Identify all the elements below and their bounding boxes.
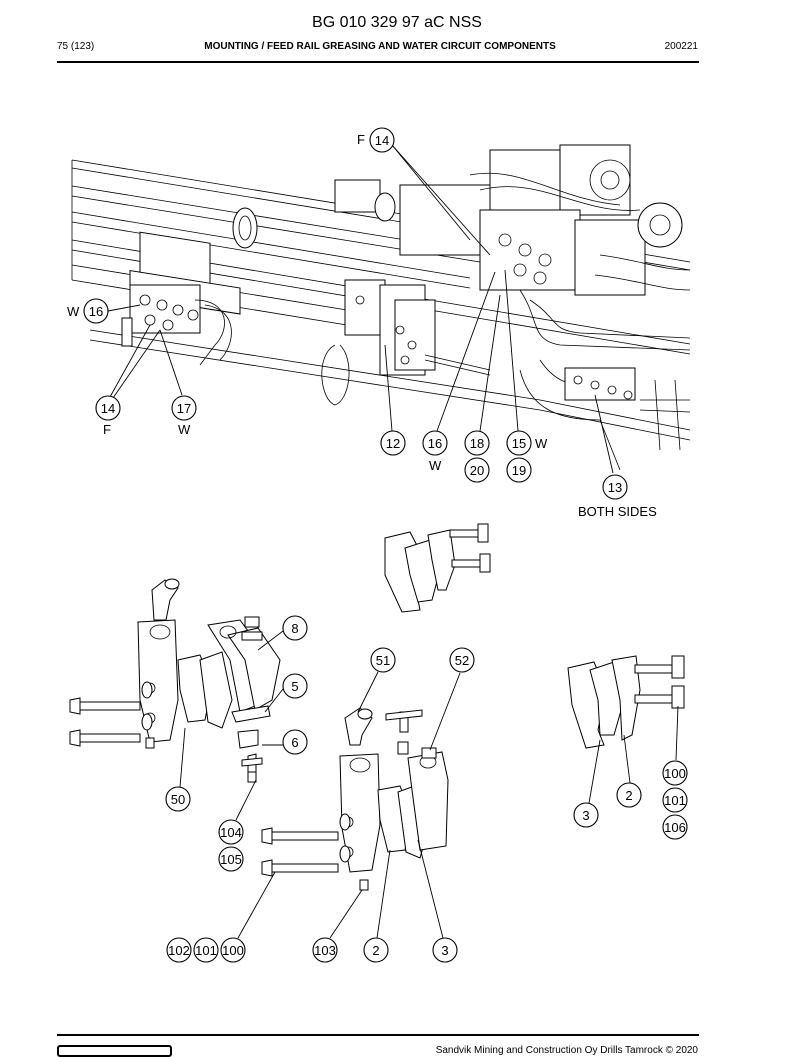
- callout-5: 5: [282, 673, 308, 699]
- label-w-15: W: [535, 436, 548, 451]
- svg-text:5: 5: [291, 679, 298, 694]
- callout-105: 105: [218, 846, 244, 872]
- svg-text:19: 19: [512, 463, 526, 478]
- label-both-sides: BOTH SIDES: [578, 504, 657, 519]
- callout-14-bottom: 14: [95, 395, 121, 421]
- label-f-bottom: F: [103, 422, 111, 437]
- annotation-labels: F W F W W W BOTH SIDES: [67, 132, 657, 519]
- svg-text:104: 104: [220, 825, 242, 840]
- callout-12: 12: [380, 430, 406, 456]
- callout-100-right: 100: [662, 760, 688, 786]
- callout-19: 19: [506, 457, 532, 483]
- svg-text:100: 100: [664, 766, 686, 781]
- svg-text:8: 8: [291, 621, 298, 636]
- svg-text:100: 100: [222, 943, 244, 958]
- page-number: 75 (123): [57, 41, 95, 52]
- callout-6: 6: [282, 729, 308, 755]
- callout-101-bottom: 101: [193, 937, 219, 963]
- center-leaders: [237, 671, 461, 939]
- callout-2-right: 2: [616, 782, 642, 808]
- svg-text:3: 3: [582, 808, 589, 823]
- label-f-top: F: [357, 132, 365, 147]
- callout-51: 51: [370, 647, 396, 673]
- svg-text:2: 2: [372, 943, 379, 958]
- clamp-set-center: [384, 523, 491, 613]
- upper-leaders: [107, 144, 614, 474]
- label-w-left: W: [67, 304, 80, 319]
- callout-101-right: 101: [662, 787, 688, 813]
- svg-text:51: 51: [376, 653, 390, 668]
- callout-3-bottom: 3: [432, 937, 458, 963]
- svg-text:52: 52: [455, 653, 469, 668]
- svg-text:3: 3: [441, 943, 448, 958]
- svg-text:2: 2: [625, 788, 632, 803]
- callout-52: 52: [449, 647, 475, 673]
- callout-16-left: 16: [83, 298, 109, 324]
- clamp-set-bottom: [261, 707, 449, 891]
- svg-text:17: 17: [177, 401, 191, 416]
- callout-2-bottom: 2: [363, 937, 389, 963]
- label-w-16: W: [429, 458, 442, 473]
- callout-18: 18: [464, 430, 490, 456]
- feed-rail-assembly: [71, 144, 691, 471]
- callout-106: 106: [662, 814, 688, 840]
- callout-8: 8: [282, 615, 308, 641]
- callout-102: 102: [166, 937, 192, 963]
- svg-text:101: 101: [664, 793, 686, 808]
- svg-text:20: 20: [470, 463, 484, 478]
- clamp-set-right: [567, 655, 685, 749]
- label-w-17: W: [178, 422, 191, 437]
- callout-14-top: 14: [369, 127, 395, 153]
- callout-16-mid: 16: [422, 430, 448, 456]
- svg-text:103: 103: [314, 943, 336, 958]
- svg-text:12: 12: [386, 436, 400, 451]
- svg-text:105: 105: [220, 852, 242, 867]
- company-logo: [57, 1045, 172, 1057]
- svg-text:14: 14: [101, 401, 115, 416]
- svg-text:101: 101: [195, 943, 217, 958]
- callout-17: 17: [171, 395, 197, 421]
- callout-50: 50: [165, 786, 191, 812]
- date-code: 200221: [664, 41, 698, 52]
- document-id: BG 010 329 97 aC NSS: [312, 14, 482, 31]
- callout-13: 13: [602, 474, 628, 500]
- callout-15: 15: [506, 430, 532, 456]
- callout-3-right: 3: [573, 802, 599, 828]
- svg-text:15: 15: [512, 436, 526, 451]
- callout-20: 20: [464, 457, 490, 483]
- svg-text:50: 50: [171, 792, 185, 807]
- callout-100-bottom: 100: [220, 937, 246, 963]
- svg-text:106: 106: [664, 820, 686, 835]
- footer-rule: [57, 1034, 699, 1036]
- section-title: MOUNTING / FEED RAIL GREASING AND WATER …: [204, 41, 556, 52]
- footer-copyright: Sandvik Mining and Construction Oy Drill…: [435, 1045, 698, 1056]
- header-rule: [57, 61, 699, 63]
- svg-text:16: 16: [428, 436, 442, 451]
- svg-text:18: 18: [470, 436, 484, 451]
- callout-104: 104: [218, 819, 244, 845]
- left-leaders: [179, 630, 284, 821]
- svg-text:6: 6: [291, 735, 298, 750]
- right-leaders: [588, 705, 679, 804]
- svg-text:14: 14: [375, 133, 389, 148]
- svg-text:13: 13: [608, 480, 622, 495]
- svg-text:16: 16: [89, 304, 103, 319]
- clamp-set-left: [69, 578, 281, 783]
- callout-bubbles: 14 16 14 17 12 16 18 20 15 19 13 8 5 6 5…: [83, 127, 688, 963]
- svg-text:102: 102: [168, 943, 190, 958]
- callout-103: 103: [312, 937, 338, 963]
